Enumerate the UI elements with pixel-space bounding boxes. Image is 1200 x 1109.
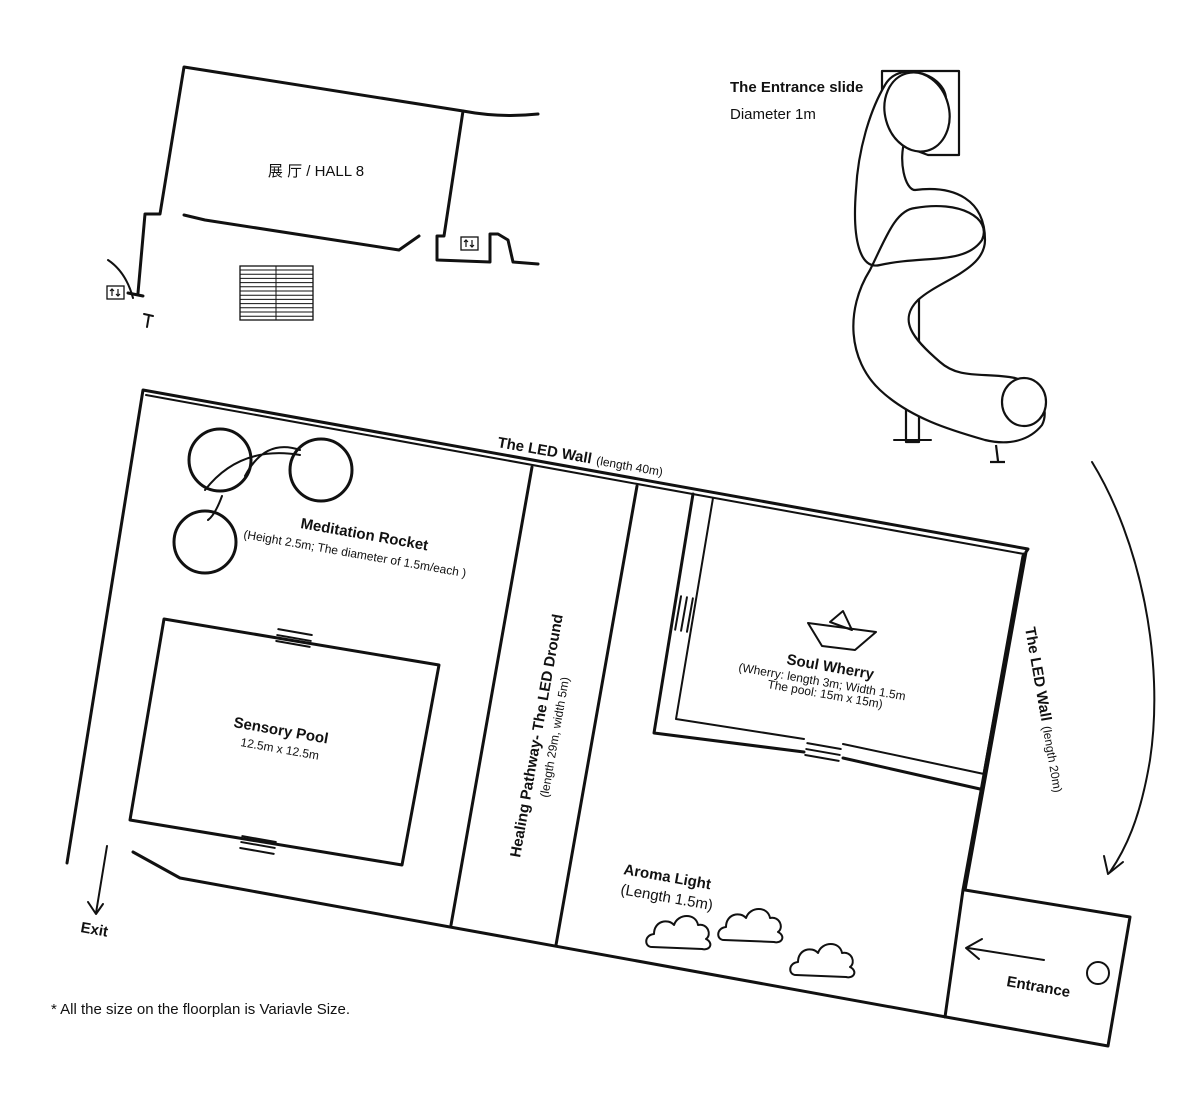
- led-wall-right-length: (length 20m): [1039, 725, 1064, 794]
- slide-illustration: [852, 69, 1048, 464]
- elevator-icon: [460, 236, 479, 251]
- meditation-rocket-circles: [172, 427, 354, 575]
- stair-lines: [240, 266, 313, 320]
- hall-8-label: 展 厅 / HALL 8: [268, 163, 364, 180]
- led-wall-top-length: (length 40m): [595, 454, 664, 479]
- slide-to-entrance-arrow: [1091, 461, 1156, 875]
- cloud-icon: [789, 943, 856, 979]
- led-wall-right-title: The LED Wall(length 20m): [1021, 626, 1067, 794]
- slide-title: The Entrance slide: [730, 79, 863, 96]
- elevator-icon: [106, 285, 125, 300]
- exit-arrow-icon: [87, 845, 108, 915]
- stairs: [239, 265, 314, 321]
- cloud-icon: [645, 915, 712, 951]
- entrance-arrow-icon: [965, 938, 1045, 961]
- entrance-label: Entrance: [1005, 973, 1071, 1001]
- exit-label: Exit: [79, 919, 109, 941]
- boat-icon: [807, 610, 877, 651]
- step-markers: [239, 595, 842, 855]
- footnote: * All the size on the floorplan is Varia…: [51, 1001, 350, 1018]
- cloud-icon: [717, 908, 784, 944]
- slide-diameter: Diameter 1m: [730, 106, 816, 123]
- hall-8-building: [107, 65, 540, 328]
- entrance-marker: [1086, 961, 1110, 985]
- main-floor: [65, 388, 1132, 1048]
